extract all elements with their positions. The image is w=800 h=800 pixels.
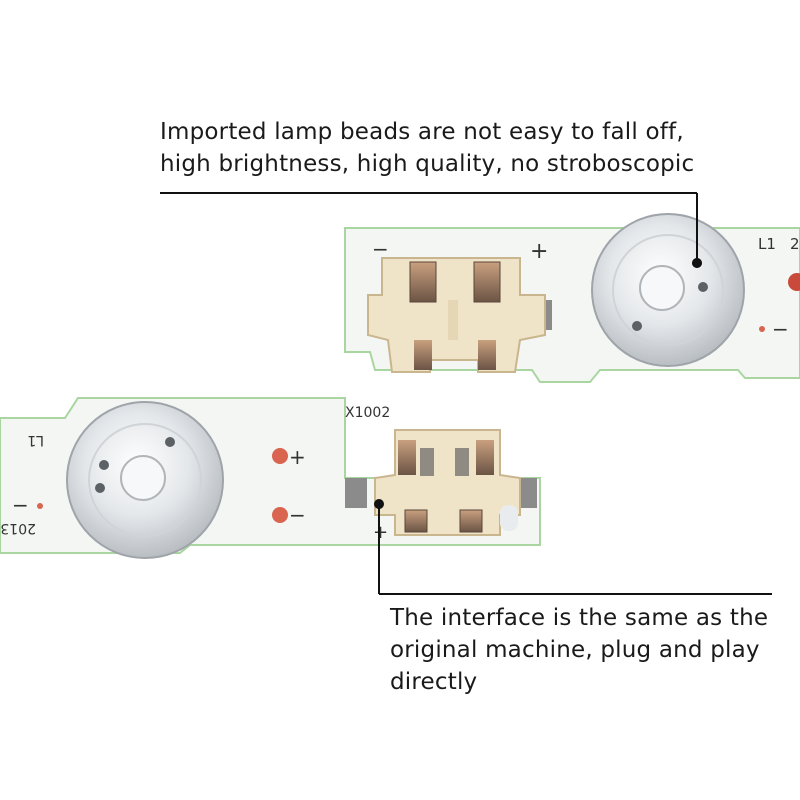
lower-model-code: X1002	[345, 405, 390, 421]
upper-board-code: 2	[790, 235, 800, 253]
upper-connector	[367, 257, 552, 373]
interface-caption-line-1: The interface is the same as the	[390, 605, 769, 631]
lower-left-polarity: −	[12, 493, 29, 517]
lower-led-lens	[66, 401, 224, 559]
interface-caption: The interface is the same as the origina…	[390, 602, 768, 698]
lower-connector	[345, 429, 537, 536]
upper-led-strip	[344, 213, 800, 383]
upper-pad-polarity: −	[772, 317, 789, 341]
upper-left-polarity: −	[372, 237, 389, 261]
lower-led-label: L1	[27, 432, 44, 448]
upper-red-pad	[788, 273, 800, 291]
upper-right-polarity: +	[530, 239, 548, 264]
upper-small-dot	[759, 326, 765, 332]
lower-pcb-glare	[500, 505, 518, 531]
lower-date-code: 2013	[0, 520, 36, 536]
lower-small-dot	[37, 503, 43, 509]
lower-pad-minus-label: −	[289, 503, 306, 527]
upper-led-lens	[591, 213, 745, 367]
pad-minus	[272, 507, 288, 523]
top-leader-line	[160, 192, 698, 263]
lamp-bead-caption-line-1: Imported lamp beads are not easy to fall…	[160, 119, 684, 145]
upper-led-label: L1	[758, 235, 776, 253]
pad-plus	[272, 448, 288, 464]
interface-caption-line-3: directly	[390, 669, 478, 695]
lower-connector-polarity: +	[373, 522, 388, 543]
top-leader-dot	[692, 258, 702, 268]
bottom-leader-dot	[374, 499, 384, 509]
interface-caption-line-2: original machine, plug and play	[390, 637, 760, 663]
lamp-bead-caption-line-2: high brightness, high quality, no strobo…	[160, 151, 695, 177]
bottom-leader-line	[378, 504, 772, 595]
lower-led-strip	[0, 397, 541, 559]
lamp-bead-caption: Imported lamp beads are not easy to fall…	[160, 116, 694, 180]
lower-pad-plus-label: +	[289, 445, 306, 469]
